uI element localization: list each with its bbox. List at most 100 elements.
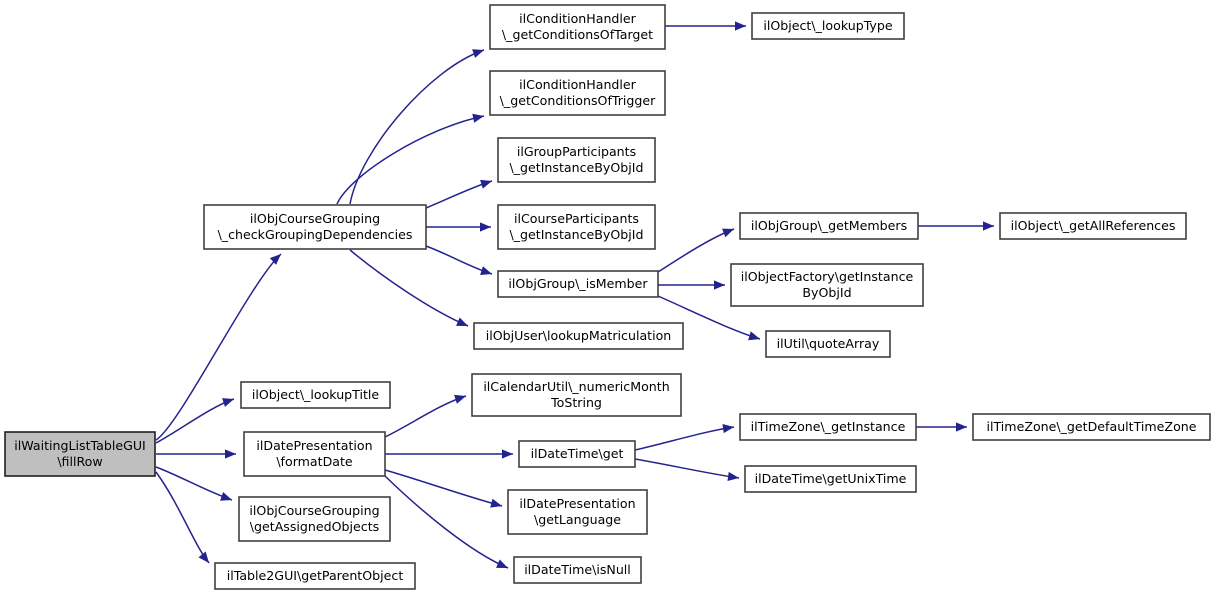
node-box[interactable] <box>243 431 386 477</box>
node-label: ilObjCourseGrouping\_checkGroupingDepend… <box>218 211 413 242</box>
node-label: ilConditionHandler\_getConditionsOfTrigg… <box>500 77 656 108</box>
node-box[interactable] <box>999 212 1187 240</box>
call-edge <box>155 398 235 444</box>
call-edge <box>155 466 233 501</box>
call-edge <box>384 469 503 508</box>
arrow-head-icon <box>220 492 232 501</box>
node-label: ilGroupParticipants\_getInstanceByObjId <box>510 144 644 175</box>
call-edge <box>156 449 236 459</box>
arrow-head-icon <box>727 471 739 482</box>
node-label: ilObjGroup\_getMembers <box>751 218 907 233</box>
node-getparentobject[interactable]: ilTable2GUI\getParentObject <box>214 562 416 590</box>
node-label: ilObject\_lookupTitle <box>252 387 380 402</box>
node-box[interactable] <box>972 413 1211 441</box>
node-box[interactable] <box>765 330 891 358</box>
node-condtrigger[interactable]: ilConditionHandler\_getConditionsOfTrigg… <box>489 70 666 116</box>
node-box[interactable] <box>489 4 666 50</box>
arrow-head-icon <box>502 449 513 459</box>
call-edge <box>657 228 735 273</box>
call-edge <box>155 471 210 564</box>
edges-layer <box>155 21 994 569</box>
arrow-head-icon <box>735 21 746 31</box>
node-crsparticipants[interactable]: ilCourseParticipants\_getInstanceByObjId <box>497 204 656 250</box>
node-box[interactable] <box>473 322 684 350</box>
node-isnull[interactable]: ilDateTime\isNull <box>513 556 642 584</box>
node-formatdate[interactable]: ilDatePresentation\formatDate <box>243 431 386 477</box>
node-box[interactable] <box>497 204 656 250</box>
node-box[interactable] <box>739 212 919 240</box>
node-box[interactable] <box>739 413 917 441</box>
call-edge <box>918 221 994 231</box>
arrow-head-icon <box>472 113 484 123</box>
node-datetimeget[interactable]: ilDateTime\get <box>518 440 636 468</box>
arrow-head-icon <box>269 254 281 265</box>
call-edge <box>657 295 761 341</box>
node-box[interactable] <box>238 496 391 542</box>
node-label: ilCourseParticipants\_getInstanceByObjId <box>510 211 644 242</box>
node-checkgroupdeps[interactable]: ilObjCourseGrouping\_checkGroupingDepend… <box>203 204 427 250</box>
node-box[interactable] <box>751 12 905 40</box>
call-edge <box>426 222 491 232</box>
node-ismember[interactable]: ilObjGroup\_isMember <box>497 270 659 298</box>
arrow-head-icon <box>490 498 502 508</box>
arrow-head-icon <box>956 422 967 432</box>
node-getassignedobjects[interactable]: ilObjCourseGrouping\getAssignedObjects <box>238 496 391 542</box>
nodes-layer: ilWaitingListTableGUI\fillRow ilObjCourse… <box>4 4 1211 590</box>
arrow-head-icon <box>983 221 994 231</box>
node-box[interactable] <box>730 263 924 307</box>
call-edge <box>658 280 725 290</box>
arrow-head-icon <box>222 398 234 407</box>
arrow-head-icon <box>722 228 734 238</box>
node-label: ilUtil\quoteArray <box>777 336 880 351</box>
node-tzgetinstance[interactable]: ilTimeZone\_getInstance <box>739 413 917 441</box>
node-label: ilTimeZone\_getInstance <box>751 419 906 434</box>
node-box[interactable] <box>214 562 416 590</box>
node-box[interactable] <box>744 465 917 493</box>
node-label: ilDateTime\get <box>531 446 624 461</box>
call-edge <box>634 458 740 482</box>
node-label: ilTable2GUI\getParentObject <box>227 568 404 583</box>
node-label: ilTimeZone\_getDefaultTimeZone <box>987 419 1197 434</box>
node-getallreferences[interactable]: ilObject\_getAllReferences <box>999 212 1187 240</box>
node-box[interactable] <box>518 440 636 468</box>
node-grpparticipants[interactable]: ilGroupParticipants\_getInstanceByObjId <box>497 137 656 183</box>
call-edge <box>425 179 493 209</box>
node-box[interactable] <box>497 270 659 298</box>
call-edge <box>155 253 282 441</box>
node-lookupmatric[interactable]: ilObjUser\lookupMatriculation <box>473 322 684 350</box>
node-label: ilObjUser\lookupMatriculation <box>486 328 672 343</box>
arrow-head-icon <box>480 179 492 189</box>
node-box[interactable] <box>507 489 648 535</box>
node-getlanguage[interactable]: ilDatePresentation\getLanguage <box>507 489 648 535</box>
node-fillrow[interactable]: ilWaitingListTableGUI\fillRow <box>4 431 156 477</box>
call-edge <box>385 449 513 459</box>
node-box[interactable] <box>489 70 666 116</box>
node-lookuptitle[interactable]: ilObject\_lookupTitle <box>240 381 391 409</box>
node-box[interactable] <box>203 204 427 250</box>
arrow-head-icon <box>225 449 236 459</box>
node-label: ilObject\_lookupType <box>763 18 893 33</box>
node-box[interactable] <box>497 137 656 183</box>
node-box[interactable] <box>240 381 391 409</box>
arrow-head-icon <box>748 331 760 341</box>
arrow-head-icon <box>454 394 466 404</box>
arrow-head-icon <box>714 280 725 290</box>
node-box[interactable] <box>4 431 156 477</box>
arrow-head-icon <box>480 266 492 275</box>
node-condtarget[interactable]: ilConditionHandler\_getConditionsOfTarge… <box>489 4 666 50</box>
node-getunixtime[interactable]: ilDateTime\getUnixTime <box>744 465 917 493</box>
node-label: ilObjGroup\_isMember <box>508 276 648 291</box>
node-tzdefault[interactable]: ilTimeZone\_getDefaultTimeZone <box>972 413 1211 441</box>
node-box[interactable] <box>513 556 642 584</box>
node-quotearray[interactable]: ilUtil\quoteArray <box>765 330 891 358</box>
node-box[interactable] <box>471 373 682 417</box>
call-edge <box>384 475 509 569</box>
call-edge <box>349 49 485 205</box>
node-getmembers[interactable]: ilObjGroup\_getMembers <box>739 212 919 240</box>
node-label: ilDatePresentation\formatDate <box>256 438 372 469</box>
node-lookuptype[interactable]: ilObject\_lookupType <box>751 12 905 40</box>
